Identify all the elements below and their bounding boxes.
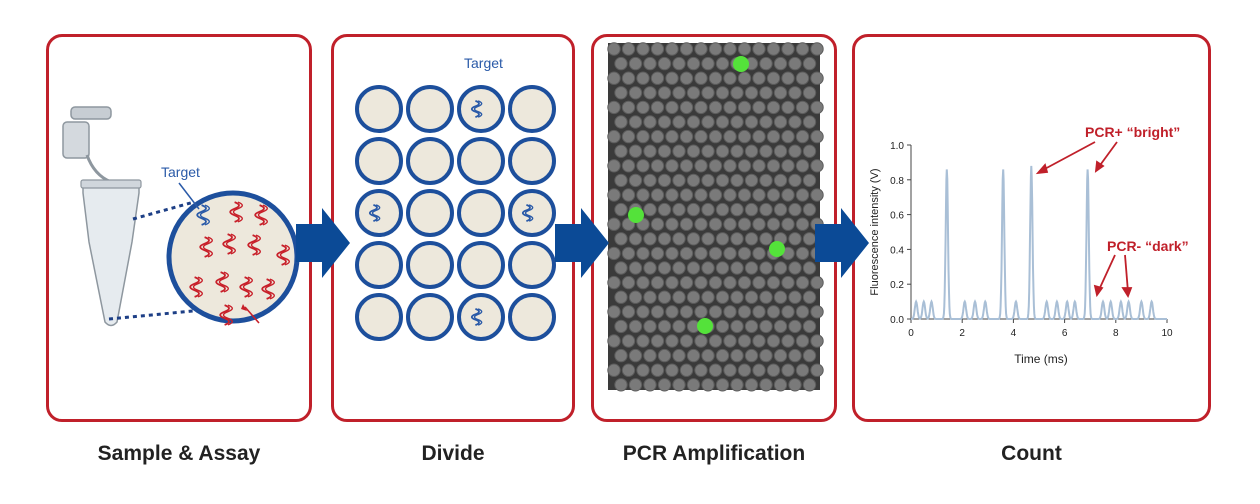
count-panel: 0.0 0.2 0.4 0.6 0.8 1.0 0 2 4 6 8 10 Time (ms) Flu… xyxy=(852,34,1211,422)
y-axis-label: Fluorescence intensity (V) xyxy=(869,168,881,295)
sample-assay-illustration: Target xyxy=(62,106,300,327)
well xyxy=(406,137,454,185)
x-tick-label: 10 xyxy=(1161,328,1173,339)
y-tick-label: 0.4 xyxy=(890,245,904,256)
divide-illustration: Target xyxy=(355,55,556,341)
well xyxy=(508,293,556,341)
dna-strand-icon xyxy=(239,276,253,298)
well xyxy=(457,241,505,289)
caption-count: Count xyxy=(1001,442,1062,465)
positive-droplet xyxy=(733,56,749,72)
dna-strand-icon xyxy=(215,271,229,293)
well xyxy=(355,189,403,237)
well xyxy=(406,293,454,341)
target-label: Target xyxy=(161,164,200,180)
step-arrow-3 xyxy=(815,208,869,278)
pcr-amplification-panel xyxy=(591,34,837,422)
pcr-micrograph xyxy=(607,42,824,392)
x-tick-label: 4 xyxy=(1011,328,1017,339)
dna-strands xyxy=(189,201,290,326)
positive-droplet xyxy=(628,207,644,223)
x-tick-label: 8 xyxy=(1113,328,1119,339)
well xyxy=(457,85,505,133)
well xyxy=(406,241,454,289)
well xyxy=(457,189,505,237)
step-arrow-2 xyxy=(555,208,609,278)
target-dna-icon xyxy=(368,204,381,222)
caption-pcr-amplification: PCR Amplification xyxy=(622,442,806,465)
target-dna-icon xyxy=(196,204,210,226)
target-dna-icon xyxy=(470,100,483,118)
y-tick-label: 0.6 xyxy=(890,211,904,222)
well xyxy=(457,137,505,185)
dna-strand-icon xyxy=(189,276,203,298)
well xyxy=(355,241,403,289)
dna-strand-icon xyxy=(229,201,243,223)
dna-strand-icon xyxy=(222,233,236,255)
y-tick-label: 1.0 xyxy=(890,141,904,152)
well xyxy=(406,189,454,237)
dna-strand-icon xyxy=(276,244,290,266)
well-grid xyxy=(355,85,556,341)
divide-panel: Target xyxy=(331,34,575,422)
positive-droplet xyxy=(769,241,785,257)
x-tick-label: 2 xyxy=(959,328,965,339)
target-dna-icon xyxy=(521,204,534,222)
annotation-arrows xyxy=(1035,141,1133,299)
caption-divide: Divide xyxy=(421,442,485,465)
well xyxy=(508,241,556,289)
x-ticks: 0 2 4 6 8 10 xyxy=(908,319,1173,339)
y-ticks: 0.0 0.2 0.4 0.6 0.8 1.0 xyxy=(890,141,911,326)
x-tick-label: 6 xyxy=(1062,328,1068,339)
y-tick-label: 0.2 xyxy=(890,280,904,291)
dna-strand-icon xyxy=(254,204,268,226)
tube-icon xyxy=(82,182,140,327)
positive-droplet xyxy=(697,318,713,334)
well xyxy=(355,293,403,341)
x-axis-label: Time (ms) xyxy=(1014,352,1068,366)
sample-assay-panel: Target xyxy=(46,34,312,422)
step-arrow-1 xyxy=(296,208,350,278)
dna-strand-icon xyxy=(261,278,275,300)
y-tick-label: 0.8 xyxy=(890,176,904,187)
target-dna-icon xyxy=(470,308,483,326)
target-label: Target xyxy=(464,55,503,71)
well xyxy=(457,293,505,341)
droplet-array xyxy=(607,42,824,392)
dna-strand-icon xyxy=(199,236,213,258)
y-tick-label: 0.0 xyxy=(890,315,904,326)
x-tick-label: 0 xyxy=(908,328,914,339)
well xyxy=(508,85,556,133)
fluorescence-chart: 0.0 0.2 0.4 0.6 0.8 1.0 0 2 4 6 8 10 Time (ms) Flu… xyxy=(869,124,1189,366)
pcr-positive-annotation: PCR+ “bright” xyxy=(1085,124,1180,140)
well xyxy=(355,85,403,133)
caption-sample-assay: Sample & Assay xyxy=(97,442,261,465)
well xyxy=(406,85,454,133)
well xyxy=(355,137,403,185)
signal-line xyxy=(911,165,1167,320)
dna-strand-icon xyxy=(219,304,233,326)
well xyxy=(508,137,556,185)
dna-strand-icon xyxy=(247,234,261,256)
pcr-negative-annotation: PCR- “dark” xyxy=(1107,238,1189,254)
well xyxy=(508,189,556,237)
